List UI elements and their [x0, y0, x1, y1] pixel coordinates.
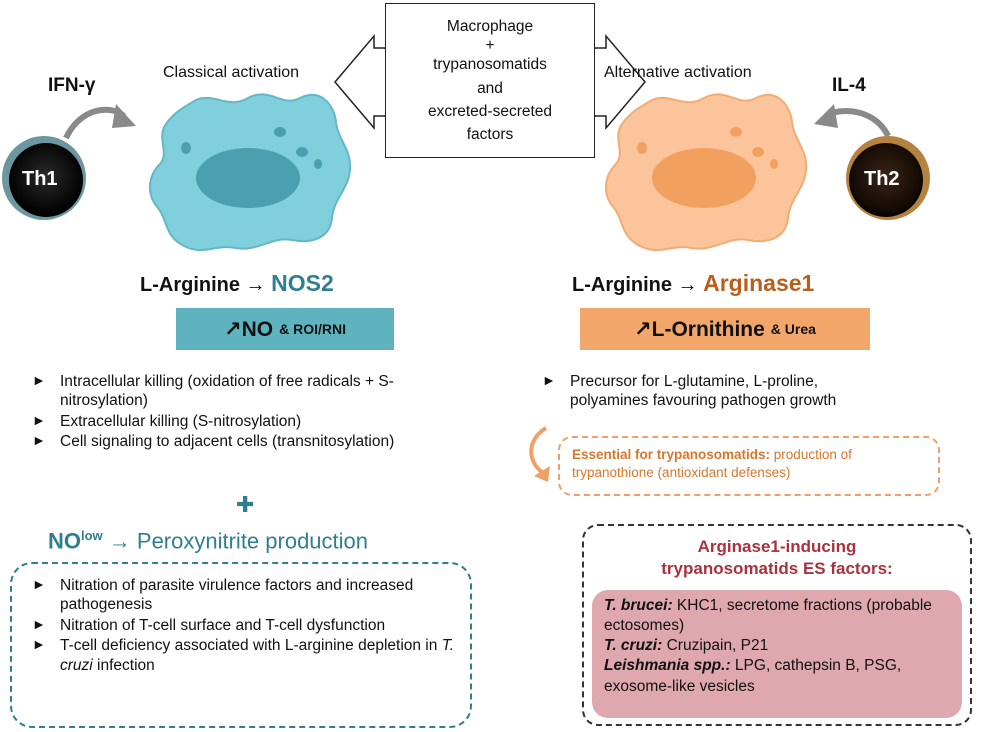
- es-factors-list: T. brucei: KHC1, secretome fractions (pr…: [592, 590, 962, 718]
- es-factors-title: Arginase1-inducing trypanosomatids ES fa…: [582, 536, 972, 580]
- th1-label: Th1: [22, 168, 58, 190]
- no-product: ↗NO: [224, 317, 274, 341]
- t-cruzi-factors: Cruzipain, P21: [662, 637, 769, 655]
- no-low: NO: [48, 528, 81, 554]
- es-title-line1: Arginase1-inducing: [697, 537, 857, 556]
- no-bar-bg: [176, 308, 394, 350]
- list-item: Intracellular killing (oxidation of free…: [30, 372, 470, 411]
- brucei-entry: T. brucei: KHC1, secretome fractions (pr…: [604, 596, 950, 636]
- center-line: trypanosomatids: [433, 56, 547, 74]
- macrophage-classical: [149, 93, 352, 251]
- t-cruzi-italic: T. cruzi: [60, 637, 455, 674]
- plus-icon: ✚: [236, 492, 255, 517]
- center-line: excreted-secreted: [427, 102, 553, 120]
- peroxynitrite-box: [10, 562, 472, 728]
- center-line: and: [477, 79, 503, 97]
- peroxynitrite-heading: NOlow → Peroxynitrite production: [48, 528, 368, 554]
- essential-box: [558, 436, 940, 496]
- il4-arrowhead: [814, 104, 838, 128]
- ifn-gamma-label: IFN-γ: [48, 75, 96, 96]
- cruzi-entry: T. cruzi: Cruzipain, P21: [604, 636, 950, 656]
- roi-rni-product: & ROI/RNI: [279, 321, 346, 337]
- urea-product: & Urea: [770, 321, 816, 337]
- essential-rest: production of trypanothione (antioxidant…: [572, 447, 852, 480]
- il4-label: IL-4: [832, 75, 866, 96]
- leishmania-name: Leishmania spp.:: [604, 657, 731, 675]
- center-line: factors: [466, 126, 514, 144]
- t-cruzi-name: T. cruzi:: [604, 637, 663, 655]
- left-open-arrow: [334, 33, 386, 131]
- list-item: Nitration of parasite virulence factors …: [30, 576, 455, 615]
- no-low-sup: low: [81, 528, 103, 543]
- arginase-pathway: L-Arginine → Arginase1: [572, 270, 814, 297]
- t-brucei-name: T. brucei:: [604, 597, 673, 614]
- es-factors-box: [582, 524, 972, 726]
- essential-bold: Essential for trypanosomatids:: [572, 447, 771, 462]
- arginase-effects-list: Precursor for L-glutamine, L-proline, po…: [540, 372, 870, 412]
- th2-label: Th2: [864, 168, 900, 190]
- nos2-pathway: L-Arginine → NOS2: [140, 270, 334, 297]
- arginase1-enzyme: Arginase1: [703, 270, 815, 296]
- list-item: T-cell deficiency associated with L-argi…: [30, 636, 455, 675]
- tcell-text-end: infection: [92, 656, 155, 674]
- leishmania-factors: LPG, cathepsin B, PSG, exosome-like vesi…: [604, 657, 902, 695]
- ornithine-product: ↗L-Ornithine: [634, 317, 765, 341]
- tcell-text: T-cell deficiency associated with L-argi…: [60, 637, 442, 655]
- center-box: Macrophage + trypanosomatids and excrete…: [385, 3, 595, 158]
- nos2-enzyme: NOS2: [271, 270, 334, 296]
- list-item: Nitration of T-cell surface and T-cell d…: [30, 616, 455, 635]
- center-line: Macrophage: [446, 17, 534, 35]
- nos2-effects-list: Intracellular killing (oxidation of free…: [30, 372, 470, 453]
- list-item: Extracellular killing (S-nitrosylation): [30, 412, 470, 431]
- peroxynitrite-text: → Peroxynitrite production: [102, 528, 369, 554]
- list-item: Cell signaling to adjacent cells (transn…: [30, 432, 470, 451]
- substrate-left: L-Arginine →: [140, 274, 272, 296]
- no-bar: ↗NO & ROI/RNI: [176, 308, 394, 350]
- es-title-line2: trypanosomatids ES factors:: [661, 559, 893, 579]
- t-brucei-factors: KHC1, secretome fractions (probable ecto…: [604, 597, 932, 635]
- center-line: +: [485, 36, 495, 54]
- classical-activation-label: Classical activation: [163, 64, 300, 81]
- list-item: Precursor for L-glutamine, L-proline, po…: [540, 372, 870, 411]
- ifn-arrowhead: [112, 104, 136, 128]
- essential-arrowhead: [534, 466, 550, 482]
- macrophage-alternative: [605, 93, 808, 251]
- th2-cell: [846, 136, 930, 220]
- peroxynitrite-effects-list: Nitration of parasite virulence factors …: [30, 576, 455, 676]
- leishmania-entry: Leishmania spp.: LPG, cathepsin B, PSG, …: [604, 656, 950, 696]
- essential-text: Essential for trypanosomatids: productio…: [572, 446, 932, 481]
- ornithine-bar: ↗L-Ornithine & Urea: [580, 308, 870, 350]
- substrate-right: L-Arginine →: [572, 274, 704, 296]
- th1-cell: [2, 136, 86, 220]
- ornithine-bar-bg: [580, 308, 870, 350]
- essential-curve-arrow: [529, 426, 548, 474]
- alternative-activation-label: Alternative activation: [604, 64, 752, 81]
